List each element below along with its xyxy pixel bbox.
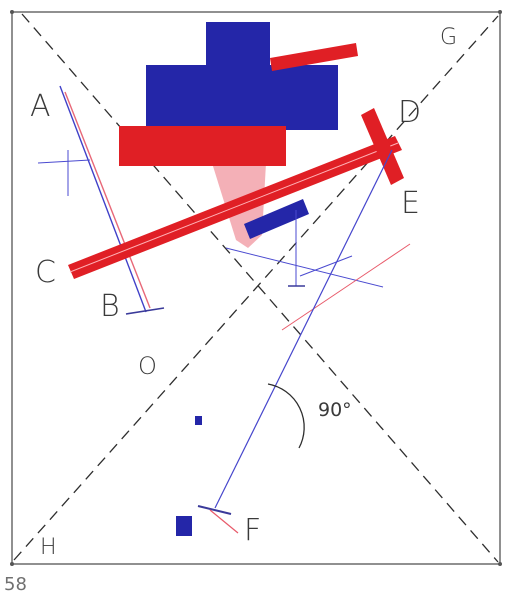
- label-d: D: [398, 95, 421, 130]
- label-h: H: [40, 535, 57, 560]
- red-bar-de: [361, 108, 404, 185]
- label-a: A: [30, 89, 51, 124]
- frame-border: [11, 11, 501, 565]
- blue-square-small: [195, 416, 202, 425]
- label-g: G: [440, 25, 457, 50]
- diagonal-bottom-left-to-top-right: [13, 15, 499, 561]
- faint-line-3: [299, 255, 353, 277]
- right-angle-arc: [267, 383, 305, 449]
- label-o: O: [138, 352, 157, 380]
- label-b: B: [100, 289, 120, 324]
- tick-at-f: [197, 505, 232, 515]
- label-f: F: [244, 513, 261, 548]
- blue-line-ef: [214, 149, 393, 509]
- frame-corner-bottom-left: [10, 562, 14, 566]
- label-c: C: [35, 255, 56, 290]
- cross-a-horizontal: [37, 159, 91, 164]
- pink-tick-f: [209, 509, 239, 534]
- thin-pink-line-ab: [64, 91, 151, 309]
- angle-label: 90°: [318, 399, 352, 421]
- tick-at-b: [125, 307, 165, 315]
- frame-corner-top-left: [10, 10, 14, 14]
- blue-rect-large: [146, 65, 338, 130]
- thin-blue-line-ab: [59, 85, 147, 313]
- red-rect-horizontal: [119, 126, 286, 166]
- page-number: 58: [4, 574, 27, 595]
- faint-line-1: [225, 247, 384, 288]
- diagonal-top-left-to-bottom-right: [21, 13, 499, 563]
- red-bar-top-right: [270, 43, 358, 71]
- label-e: E: [401, 186, 420, 221]
- thin-pink-diagonal: [281, 243, 411, 331]
- frame-corner-top-right: [498, 10, 502, 14]
- blue-rect-small-rotated: [244, 199, 309, 239]
- red-bar-cd-midline: [69, 142, 399, 273]
- frame-corner-bottom-right: [498, 562, 502, 566]
- blue-square-bottom: [176, 516, 192, 536]
